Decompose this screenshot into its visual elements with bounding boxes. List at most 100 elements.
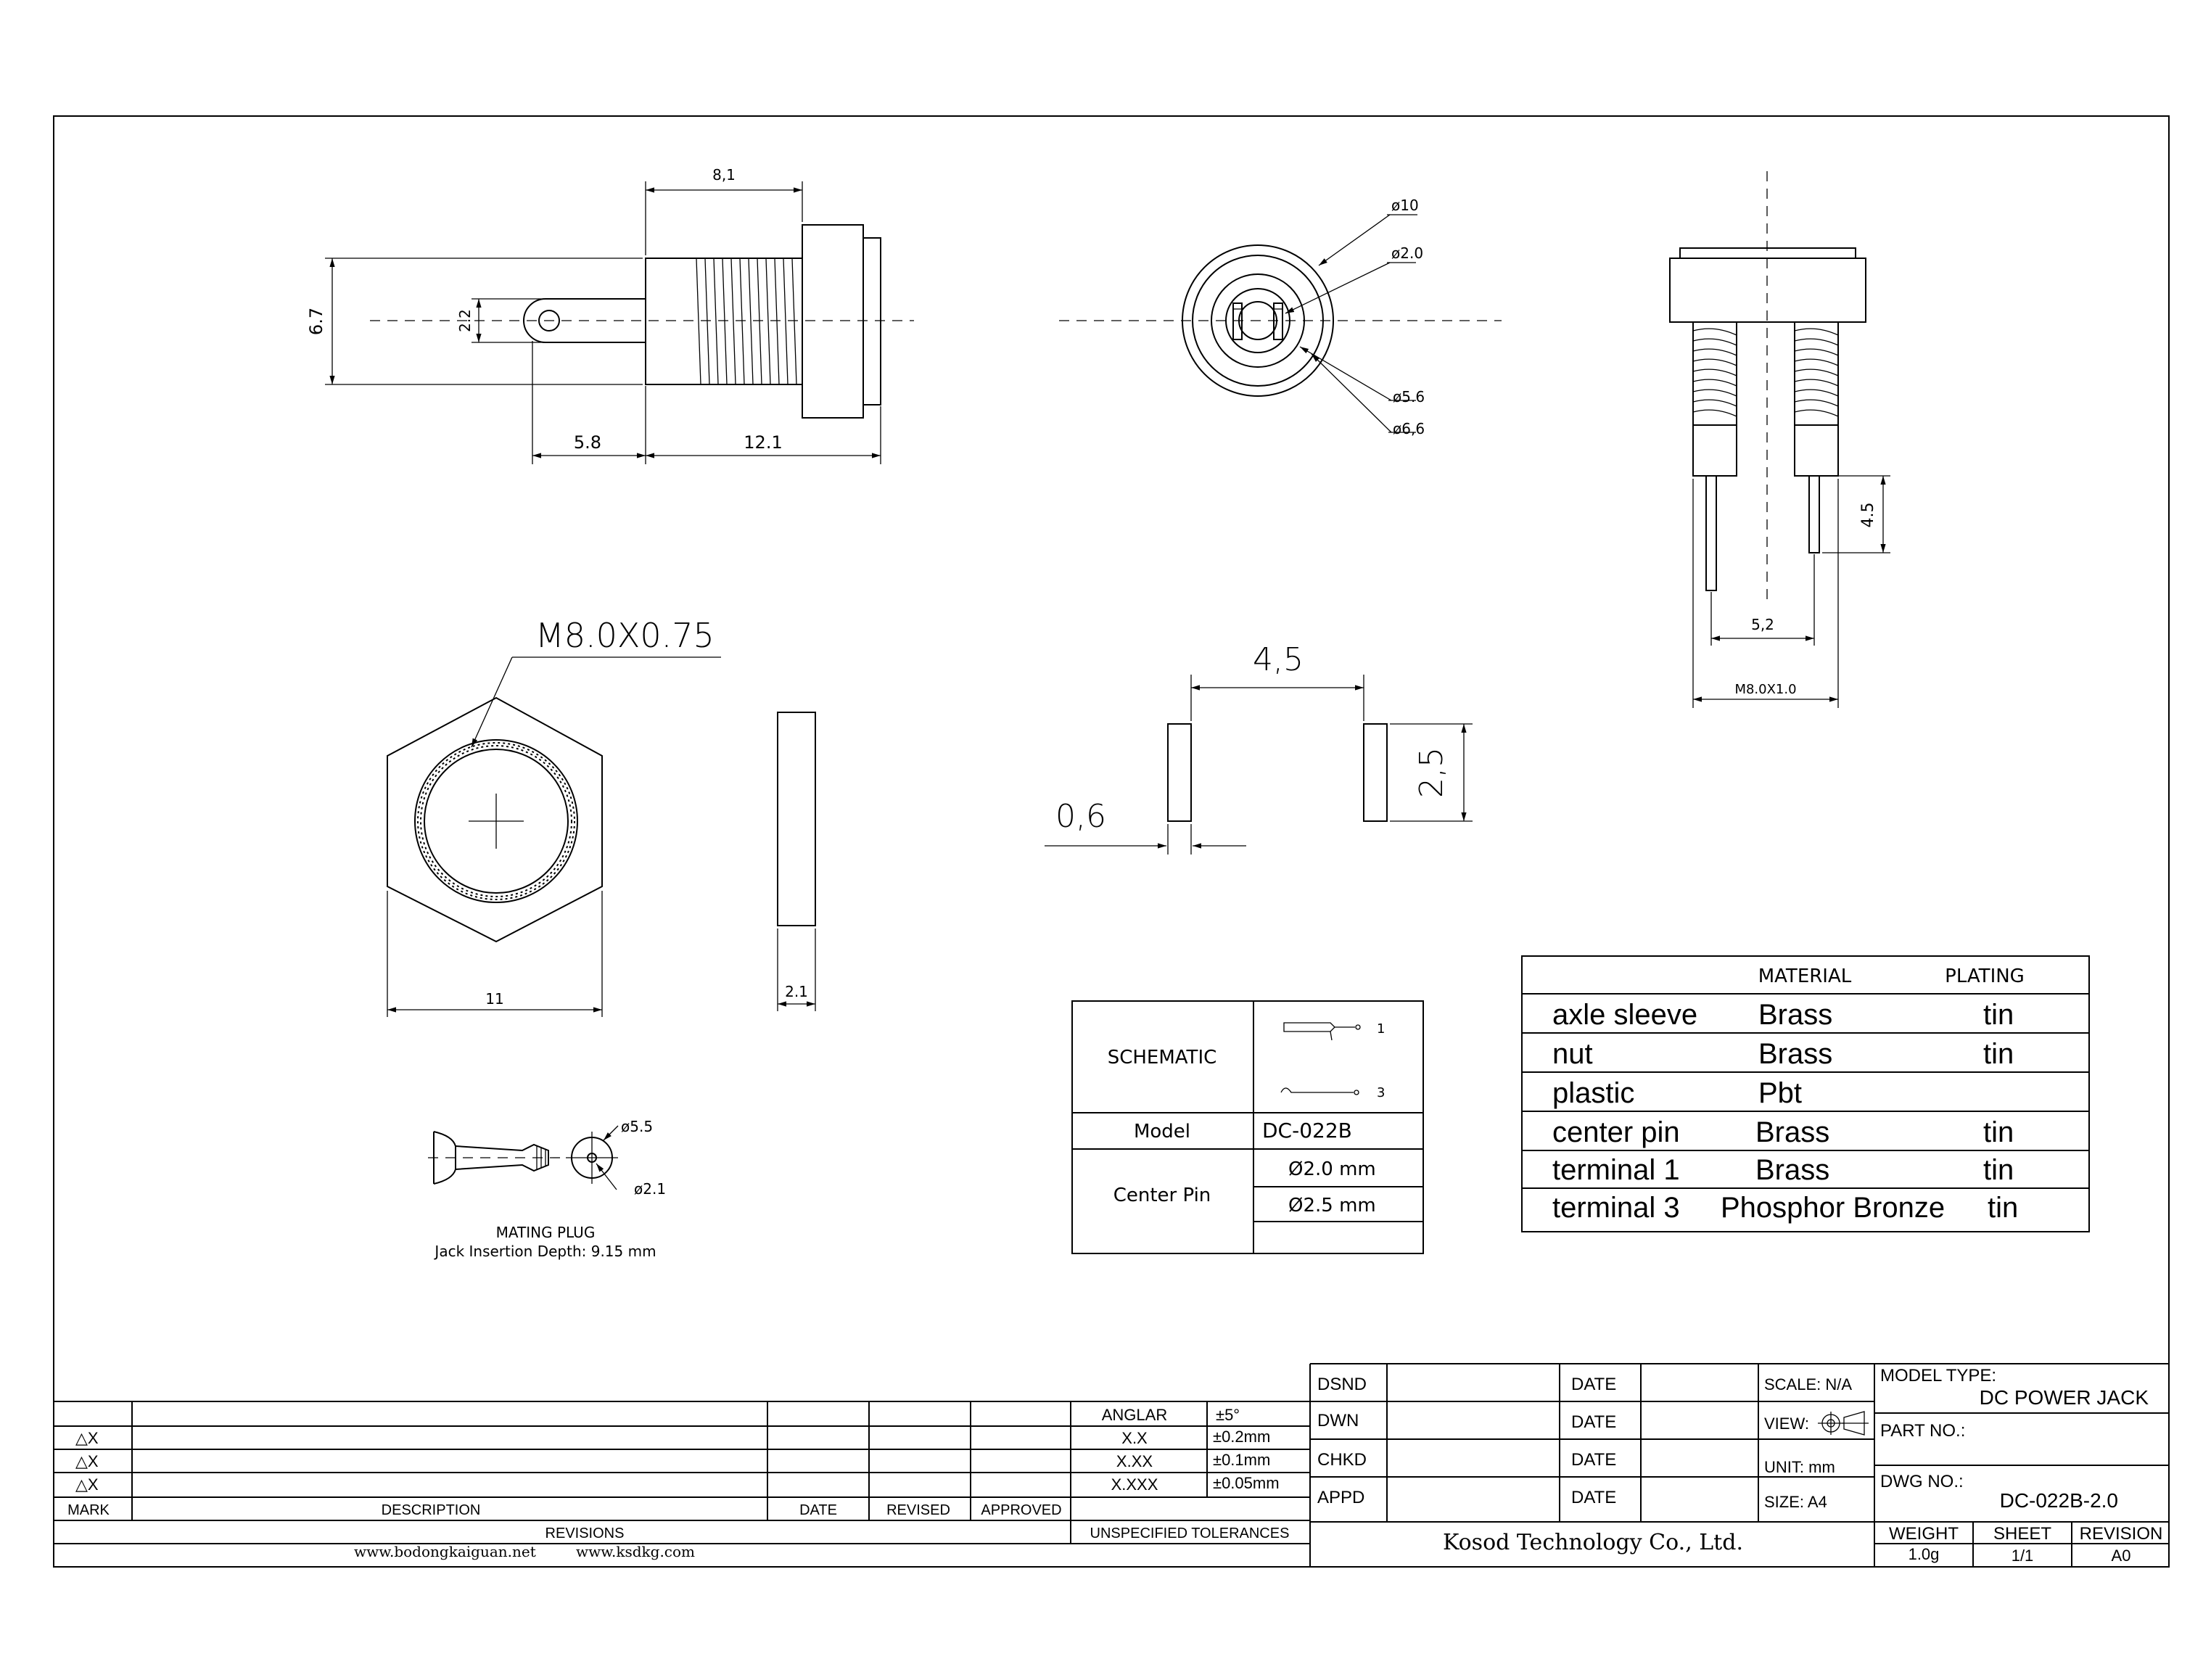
tol-value: ±0.2mm [1213, 1428, 1270, 1446]
rev-mark-3: △X [75, 1475, 99, 1494]
tb-sheet: 1/1 [2012, 1547, 2034, 1565]
model-value: DC-022B [1262, 1119, 1352, 1142]
row-material: Brass [1758, 1038, 1832, 1070]
tb-appd: APPD [1317, 1488, 1364, 1507]
tb-dsnd: DSND [1317, 1375, 1367, 1394]
dim-2-1: 2.1 [785, 983, 808, 1000]
row-material: Pbt [1758, 1077, 1802, 1109]
tb-unit: UNIT: mm [1764, 1458, 1835, 1476]
model-label: Model [1134, 1121, 1190, 1142]
dim-12-1: 12.1 [744, 432, 782, 453]
mating-plug-subtitle: Jack Insertion Depth: 9.15 mm [433, 1243, 656, 1260]
center-pin-2-0: Ø2.0 mm [1288, 1158, 1376, 1180]
tb-dwn: DWN [1317, 1411, 1359, 1430]
tol-value: ±5° [1216, 1406, 1240, 1424]
dim-8-1: 8,1 [712, 166, 736, 184]
tb-revision: A0 [2112, 1547, 2131, 1565]
tol-footer: UNSPECIFIED TOLERANCES [1090, 1525, 1290, 1541]
row-plating: tin [1983, 999, 2014, 1031]
tb-model-type: DC POWER JACK [1980, 1386, 2149, 1409]
dim-0-6: 0,6 [1055, 798, 1106, 835]
nut-view: M8.0X0.75 11 2.1 [387, 616, 816, 1017]
mating-plug-title: MATING PLUG [496, 1224, 596, 1241]
tol-value: ±0.1mm [1213, 1451, 1270, 1469]
row-part: terminal 3 [1552, 1192, 1680, 1224]
row-part: axle sleeve [1552, 999, 1697, 1031]
rev-header-description: DESCRIPTION [382, 1502, 481, 1518]
tb-model-type-label: MODEL TYPE: [1880, 1366, 1996, 1385]
tb-company: Kosod Technology Co., Ltd. [1443, 1530, 1743, 1555]
dim-d10: ø10 [1391, 197, 1419, 214]
row-part: center pin [1552, 1116, 1680, 1148]
dim-m8-1-0: M8.0X1.0 [1734, 682, 1796, 697]
rev-header-revised: REVISED [886, 1502, 950, 1518]
dim-d2-0: ø2.0 [1391, 244, 1423, 262]
tb-weight: 1.0g [1909, 1545, 1940, 1563]
dim-d5-6: ø5.6 [1393, 388, 1425, 405]
tb-part-no-label: PART NO.: [1880, 1421, 1965, 1441]
dim-6-7: 6.7 [306, 308, 326, 335]
tb-dwg-no: DC-022B-2.0 [2000, 1489, 2118, 1512]
revisions-block: △X △X △X MARK DESCRIPTION DATE REVISED A… [54, 1401, 1310, 1560]
tb-scale: SCALE: N/A [1764, 1375, 1852, 1393]
tb-weight-label: WEIGHT [1889, 1524, 1959, 1544]
front-view: 8,1 6.7 2.2 5.8 12.1 [306, 166, 914, 464]
dim-2-2: 2.2 [456, 309, 474, 332]
tb-date-appd: DATE [1571, 1488, 1616, 1507]
pin-detail: 4,5 2,5 0,6 [1045, 641, 1473, 855]
nut-thread-hatch [417, 742, 575, 900]
dim-2-5: 2,5 [1413, 747, 1450, 798]
tb-date-dwn: DATE [1571, 1412, 1616, 1432]
row-material: Brass [1755, 1154, 1829, 1186]
side-view: 4.5 5,2 M8.0X1.0 [1669, 171, 1890, 708]
tol-value: ±0.05mm [1213, 1474, 1280, 1492]
rev-header-mark: MARK [67, 1502, 110, 1518]
website-2: www.ksdkg.com [576, 1543, 695, 1560]
end-view: ø10 ø2.0 ø5.6 ø6,6 [1059, 197, 1502, 437]
row-part: plastic [1552, 1077, 1634, 1109]
dim-4-5-side: 4.5 [1859, 503, 1877, 528]
schematic-pin-3: 3 [1377, 1085, 1385, 1100]
tb-view: VIEW: [1764, 1415, 1809, 1433]
dim-d6-6: ø6,6 [1393, 420, 1425, 437]
row-part: terminal 1 [1552, 1154, 1680, 1186]
tb-sheet-label: SHEET [1993, 1524, 2051, 1544]
dim-5-2: 5,2 [1751, 616, 1774, 633]
dim-11: 11 [485, 990, 503, 1008]
nut-thread-label: M8.0X0.75 [535, 616, 715, 655]
tol-label: X.XXX [1111, 1475, 1158, 1494]
side-thread-right [1794, 322, 1839, 425]
row-plating: tin [1983, 1154, 2014, 1186]
rev-mark-1: △X [75, 1429, 99, 1447]
mating-plug: ø5.5 ø2.1 MATING PLUG Jack Insertion Dep… [428, 1118, 666, 1260]
tb-revision-label: REVISION [2080, 1524, 2163, 1544]
tb-chkd: CHKD [1317, 1450, 1367, 1470]
dim-d5-5: ø5.5 [621, 1118, 653, 1135]
row-material: Phosphor Bronze [1721, 1192, 1945, 1224]
title-block: DSND DWN CHKD APPD DATE DATE DATE DATE S… [1309, 1363, 2169, 1567]
front-thread [696, 258, 797, 385]
row-plating: tin [1988, 1192, 2018, 1224]
rev-mark-2: △X [75, 1452, 99, 1470]
schematic-pin-1: 1 [1377, 1021, 1385, 1037]
tb-date-dsnd: DATE [1571, 1375, 1616, 1394]
tb-size: SIZE: A4 [1764, 1493, 1827, 1511]
tol-label: X.XX [1116, 1452, 1153, 1470]
row-plating: tin [1983, 1038, 2014, 1070]
schematic-label: SCHEMATIC [1108, 1047, 1217, 1068]
center-pin-label: Center Pin [1113, 1185, 1211, 1206]
row-material: Brass [1755, 1116, 1829, 1148]
plating-header: PLATING [1945, 965, 2025, 987]
dim-5-8: 5.8 [574, 432, 601, 453]
projection-symbol-icon [1818, 1411, 1869, 1436]
dim-d2-1: ø2.1 [634, 1180, 666, 1198]
rev-footer: REVISIONS [545, 1525, 625, 1541]
tol-label: X.X [1121, 1429, 1148, 1447]
row-material: Brass [1758, 999, 1832, 1031]
dim-4-5-pins: 4,5 [1253, 641, 1304, 678]
tb-dwg-no-label: DWG NO.: [1880, 1472, 1964, 1491]
row-part: nut [1552, 1038, 1593, 1070]
tb-date-chkd: DATE [1571, 1450, 1616, 1470]
drawing-border [53, 115, 2170, 1568]
